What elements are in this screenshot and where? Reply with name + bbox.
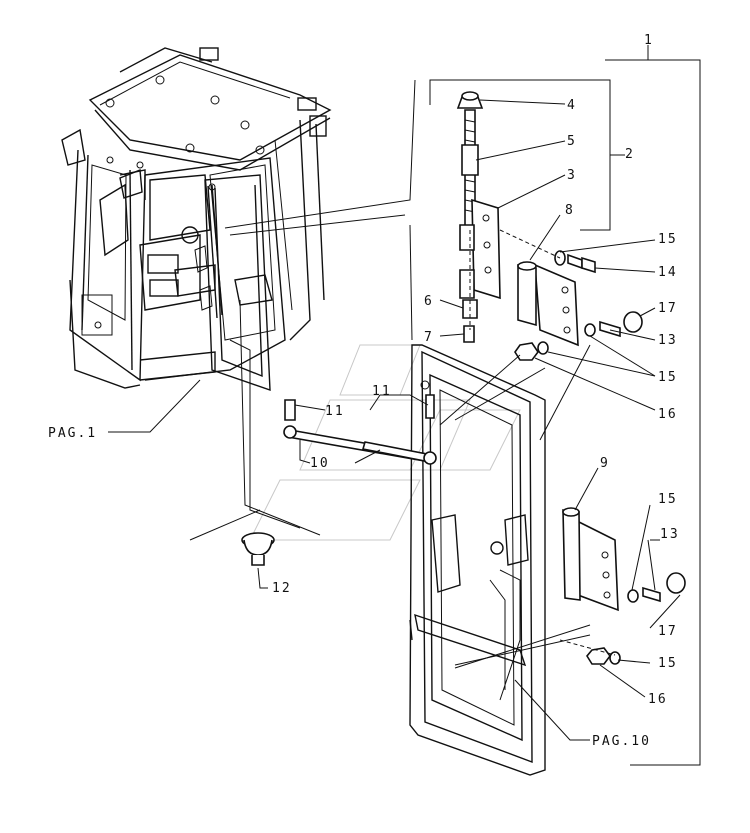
callout-labels: 1 2 3 4 5 6 7 8 9 10 11 11 12 13 13 14 1…: [48, 33, 680, 749]
callout-2: 2: [625, 147, 635, 162]
callout-7: 7: [424, 330, 434, 345]
callout-16-upper: 16: [658, 407, 678, 422]
cab-assembly: [61, 47, 332, 391]
rubber-stop-12: [241, 532, 275, 566]
watermark: [249, 344, 521, 541]
callout-11-left: 11: [325, 404, 345, 419]
lower-hinge-assembly: [562, 507, 686, 665]
callout-15-c: 15: [658, 492, 678, 507]
page-ref-pag10: PAG.10: [592, 734, 651, 749]
callout-15-d: 15: [658, 656, 678, 671]
callout-6: 6: [424, 294, 434, 309]
callout-12: 12: [272, 581, 292, 596]
leader-lines: [108, 45, 701, 766]
callout-15-a: 15: [658, 232, 678, 247]
door-assembly: [409, 344, 546, 776]
upper-hinge-assembly: [456, 91, 643, 361]
callout-17-lower: 17: [658, 624, 678, 639]
callout-4: 4: [567, 98, 577, 113]
callout-16-lower: 16: [648, 692, 668, 707]
callout-14: 14: [658, 265, 678, 280]
callout-1: 1: [644, 33, 654, 48]
callout-3: 3: [567, 168, 577, 183]
callout-10: 10: [310, 456, 330, 471]
callout-15-b: 15: [658, 370, 678, 385]
callout-5: 5: [567, 134, 577, 149]
callout-13-upper: 13: [658, 333, 678, 348]
callout-9: 9: [600, 456, 610, 471]
callout-8: 8: [565, 203, 575, 218]
page-ref-pag1: PAG.1: [48, 426, 97, 441]
callout-17-upper: 17: [658, 301, 678, 316]
callout-11-right: 11: [372, 384, 392, 399]
callout-13-lower: 13: [660, 527, 680, 542]
gas-strut-10: [283, 394, 437, 465]
